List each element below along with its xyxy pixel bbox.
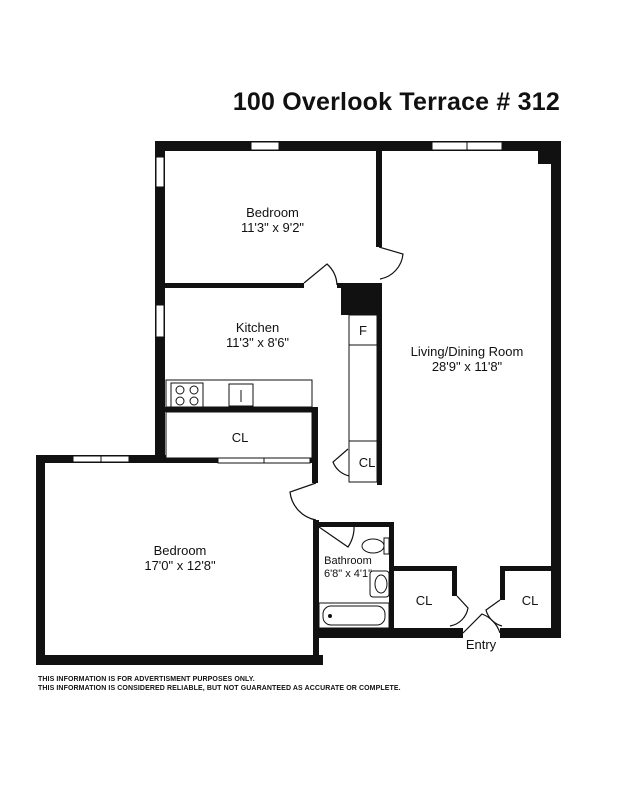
doors — [289, 246, 503, 634]
wall-cl-entry-side — [452, 566, 457, 596]
room-name: Bathroom — [324, 555, 372, 567]
fridge-label: F — [359, 323, 367, 338]
room-living: Living/Dining Room 28'9" x 11'8" — [392, 344, 542, 374]
room-bedroom-top: Bedroom 11'3" x 9'2" — [215, 205, 330, 235]
toilet — [361, 538, 385, 554]
wall-left-upper — [155, 141, 165, 461]
fridge — [348, 314, 378, 346]
room-kitchen: Kitchen 11'3" x 8'6" — [200, 320, 315, 350]
closet-label-entry: CL — [415, 593, 433, 608]
closet-label-hall: CL — [231, 430, 249, 445]
disclaimer-line-1: THIS INFORMATION IS FOR ADVERTISMENT PUR… — [38, 676, 255, 683]
wall-cl-right-side — [500, 566, 505, 600]
window-left-kitchen — [155, 304, 165, 338]
wall-bedroom-left — [36, 455, 45, 665]
door-bedroom-top — [303, 263, 338, 286]
closet-label-right: CL — [521, 593, 539, 608]
room-dims: 6'8" x 4'1" — [323, 568, 373, 580]
room-dims: 11'3" x 9'2" — [240, 220, 305, 235]
door-closet-entry — [449, 595, 469, 627]
sliding-door — [217, 457, 311, 464]
wall-bed-step — [313, 628, 463, 638]
door-closet-kitchen — [332, 448, 351, 477]
room-name: Kitchen — [235, 320, 280, 335]
room-dims: 11'3" x 8'6" — [225, 335, 290, 350]
entry-label: Entry — [465, 637, 497, 652]
windows — [72, 141, 503, 463]
kitchen-fixtures — [165, 314, 378, 483]
stove — [170, 382, 204, 408]
closet-kitchen-box — [348, 440, 378, 483]
room-name: Bedroom — [153, 543, 207, 558]
column — [341, 283, 382, 315]
disclaimer-line-2: THIS INFORMATION IS CONSIDERED RELIABLE,… — [38, 685, 401, 692]
door-bedroom-main — [289, 482, 317, 521]
room-bathroom: Bathroom 6'8" x 4'1" — [318, 555, 378, 581]
wall-fridge — [377, 315, 382, 485]
room-name: Living/Dining Room — [410, 344, 524, 359]
wall-bedroom-right-a — [313, 520, 319, 665]
wall-closet-right — [312, 407, 318, 483]
wall-cl-entry-top — [394, 566, 457, 571]
door-bed-living — [378, 246, 404, 280]
wall-bottom-right — [500, 628, 561, 638]
room-dims: 17'0" x 12'8" — [144, 558, 216, 573]
wall-cl-right-top — [500, 566, 552, 571]
window-top-bedroom — [250, 141, 280, 151]
room-dims: 28'9" x 11'8" — [431, 359, 503, 374]
door-bathroom — [318, 524, 355, 548]
window-left-bedroom — [155, 156, 165, 188]
door-entry — [462, 613, 501, 634]
wall-corner-block — [538, 151, 552, 164]
plan-title: 100 Overlook Terrace # 312 — [232, 88, 560, 116]
wall-right — [551, 141, 561, 638]
wall-bed-kitchen-a — [165, 283, 304, 288]
closet-hall-outline — [165, 411, 313, 459]
wall-kitchen-bottom — [165, 407, 318, 412]
wall-bed-living — [376, 151, 382, 247]
wall-bath-right — [389, 522, 394, 628]
wall-bedroom-bottom — [36, 655, 323, 665]
room-name: Bedroom — [246, 205, 299, 220]
closet-label-kitchen: CL — [358, 455, 376, 470]
bath-fixtures — [318, 537, 390, 629]
wall-top — [155, 141, 561, 151]
room-bedroom-main: Bedroom 17'0" x 12'8" — [120, 543, 240, 573]
wall-bath-top — [313, 522, 393, 527]
walls — [36, 141, 561, 665]
